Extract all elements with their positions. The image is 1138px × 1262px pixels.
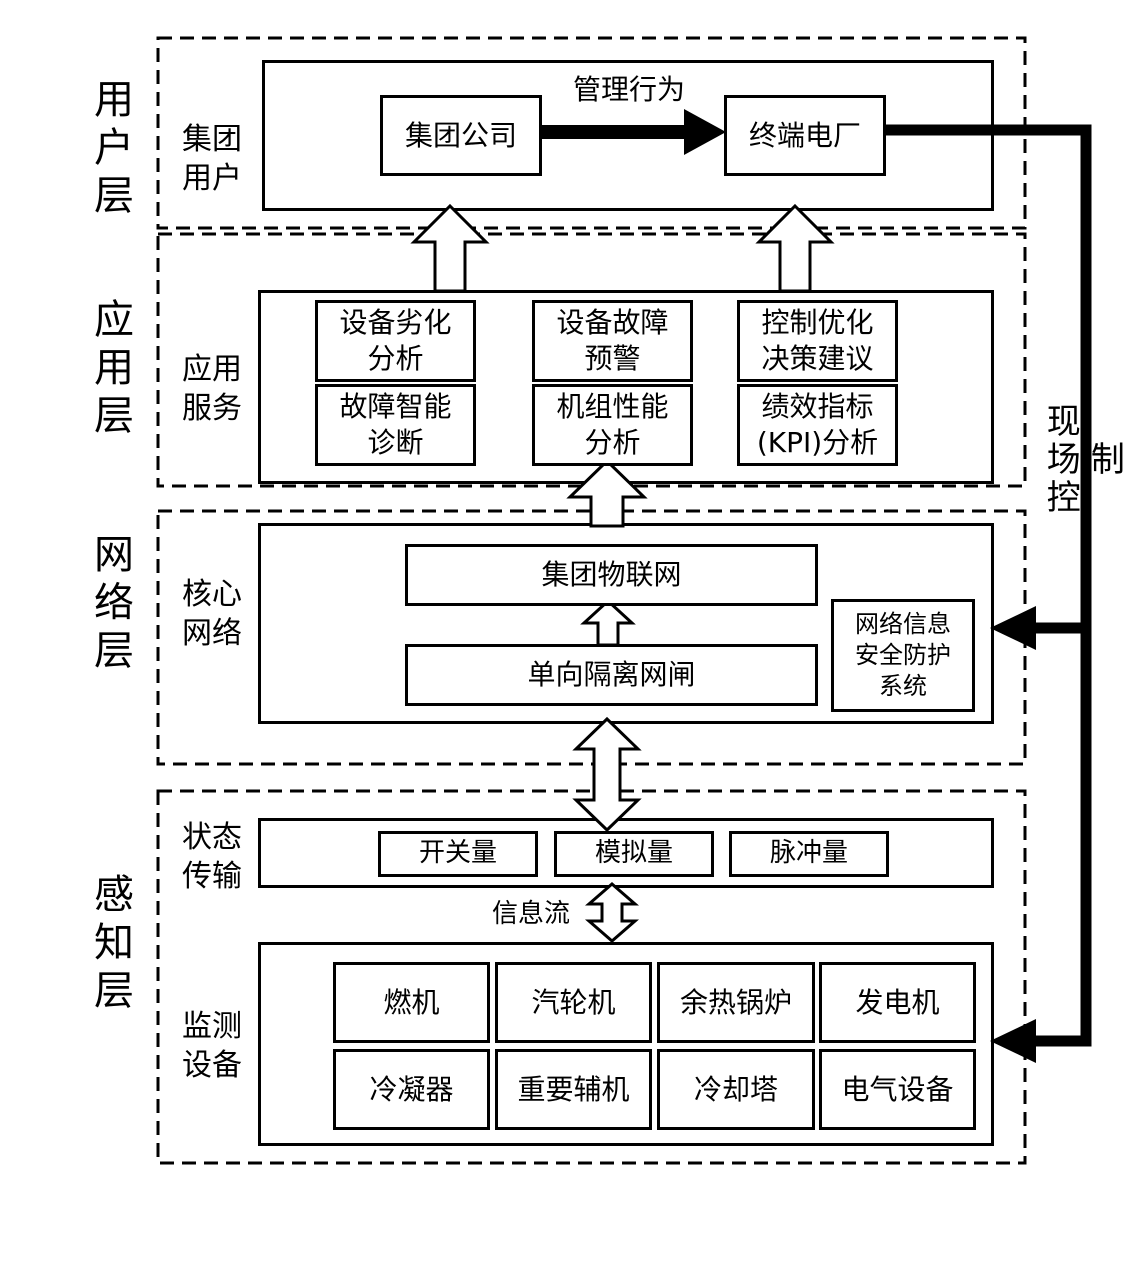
service-box-fault-diagnosis: 故障智能 诊断 [315, 384, 476, 466]
side-label-app-layer: 应用层 [87, 298, 133, 442]
signal-box-pulse: 脉冲量 [729, 831, 889, 877]
user-layer-inner-label: 集团 用户 [182, 122, 242, 196]
arrow-network-perception-bidirectional [572, 716, 642, 833]
management-arrow-label: 管理行为 [572, 73, 685, 106]
device-box-condenser: 冷凝器 [333, 1049, 490, 1130]
transmission-inner-label: 状态 传输 [182, 820, 242, 894]
device-box-cooling-tower: 冷却塔 [657, 1049, 815, 1130]
perception-layer-dashed-border [156, 789, 1027, 1165]
isolation-gateway-box: 单向隔离网闸 [405, 644, 818, 706]
device-box-steam-turbine: 汽轮机 [495, 962, 652, 1043]
arrow-app-to-user-right [755, 203, 835, 293]
group-iot-box: 集团物联网 [405, 544, 818, 606]
field-control-label: 现场控制 [1040, 403, 1125, 517]
info-flow-label: 信息流 [491, 899, 570, 929]
management-arrow-head [684, 109, 726, 155]
arrow-network-to-app [566, 458, 648, 528]
arrow-app-to-user-left [410, 203, 490, 293]
group-company-box: 集团公司 [380, 95, 542, 176]
network-security-box: 网络信息 安全防护 系统 [831, 599, 975, 712]
service-box-fault-warning: 设备故障 预警 [532, 300, 693, 382]
monitor-inner-label: 监测 设备 [182, 1009, 242, 1083]
device-box-electrical: 电气设备 [819, 1049, 976, 1130]
arrow-info-flow-bidirectional [584, 882, 640, 943]
side-label-network-layer: 网络层 [87, 533, 133, 677]
field-control-arrowhead-perception [990, 1019, 1036, 1063]
field-control-line [882, 124, 1092, 1047]
app-layer-inner-label: 应用 服务 [182, 352, 242, 426]
signal-box-switch: 开关量 [378, 831, 538, 877]
device-box-auxiliary: 重要辅机 [495, 1049, 652, 1130]
service-box-kpi-analysis: 绩效指标 (KPI)分析 [737, 384, 898, 466]
side-label-perception-layer: 感知层 [87, 873, 133, 1017]
device-box-gas-turbine: 燃机 [333, 962, 490, 1043]
service-box-unit-performance: 机组性能 分析 [532, 384, 693, 466]
device-box-generator: 发电机 [819, 962, 976, 1043]
service-box-degradation: 设备劣化 分析 [315, 300, 476, 382]
field-control-arrowhead-network [990, 606, 1036, 650]
side-label-user-layer: 用户层 [87, 78, 133, 222]
signal-box-analog: 模拟量 [554, 831, 714, 877]
terminal-plant-box: 终端电厂 [724, 95, 886, 176]
service-box-control-optimization: 控制优化 决策建议 [737, 300, 898, 382]
network-layer-inner-label: 核心 网络 [182, 577, 242, 651]
device-box-hrsg-boiler: 余热锅炉 [657, 962, 815, 1043]
arrow-gateway-to-iot [580, 598, 636, 647]
